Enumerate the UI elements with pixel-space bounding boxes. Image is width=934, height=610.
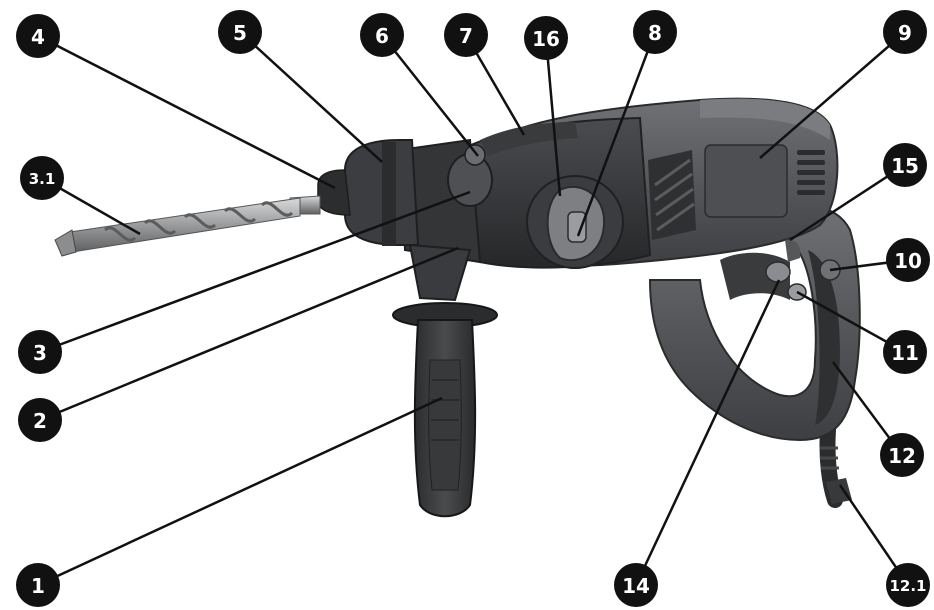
callout-14: 14 [614, 563, 658, 607]
callout-2: 2 [18, 398, 62, 442]
callout-badge [883, 10, 927, 54]
callout-number: 8 [648, 21, 662, 45]
drill-bit-spiral [103, 201, 294, 242]
callouts: 4 5 6 7 16 8 9 3.1 15 10 11 3 2 12 1 14 12.1 [16, 10, 930, 607]
rotary-hammer-illustration [54, 97, 861, 518]
callout-number: 1 [31, 574, 45, 598]
trigger [785, 239, 801, 262]
callout-7: 7 [444, 13, 488, 57]
lock-on-button [765, 261, 791, 283]
motor-label-plate [704, 144, 788, 218]
callout-number: 3.1 [29, 170, 56, 188]
callout-badge [614, 563, 658, 607]
callout-10: 10 [886, 238, 930, 282]
callout-12-1: 12.1 [886, 563, 930, 607]
callout-number: 6 [375, 24, 389, 48]
callout-badge [16, 14, 60, 58]
leader-lines [37, 31, 910, 587]
cord-strain-relief [820, 446, 839, 470]
callout-badge [880, 433, 924, 477]
callout-badge [883, 143, 927, 187]
callout-9: 9 [883, 10, 927, 54]
callout-number: 12 [888, 444, 916, 468]
aux-handle-collar [408, 243, 472, 302]
callout-number: 3 [33, 341, 47, 365]
depth-stop-screw [464, 144, 486, 166]
rear-vents [797, 150, 825, 195]
callout-number: 16 [532, 27, 560, 51]
callout-badge [444, 13, 488, 57]
callout-badge [886, 563, 930, 607]
chuck-ring [382, 142, 396, 246]
callout-badge [886, 238, 930, 282]
callout-4: 4 [16, 14, 60, 58]
callout-15: 15 [883, 143, 927, 187]
rear-handle [648, 203, 861, 442]
callout-number: 10 [894, 249, 922, 273]
callout-5: 5 [218, 10, 262, 54]
callout-8: 8 [633, 10, 677, 54]
dust-cap [317, 169, 351, 216]
chuck [344, 139, 420, 246]
callout-number: 7 [459, 24, 473, 48]
drill-bit-tip [54, 229, 77, 257]
callout-badge [18, 398, 62, 442]
callout-11: 11 [883, 330, 927, 374]
rear-handle-grip [808, 250, 840, 425]
drill-bit-flute [69, 197, 301, 253]
callout-badge [883, 330, 927, 374]
callout-badge [18, 330, 62, 374]
callout-6: 6 [360, 13, 404, 57]
callout-12: 12 [880, 433, 924, 477]
aux-handle-texture [428, 359, 462, 491]
mode-selector-lock [567, 211, 587, 243]
callout-badge [524, 16, 568, 60]
callout-number: 5 [233, 21, 247, 45]
cord-plug-end [826, 478, 852, 504]
callout-number: 12.1 [889, 577, 926, 595]
callout-number: 11 [891, 341, 919, 365]
callout-badge [360, 13, 404, 57]
callout-3-1: 3.1 [20, 156, 64, 200]
callout-number: 2 [33, 409, 47, 433]
callout-number: 15 [891, 154, 919, 178]
side-vents [648, 150, 696, 240]
callout-number: 9 [898, 21, 912, 45]
callout-badge [20, 156, 64, 200]
callout-badge [633, 10, 677, 54]
callout-1: 1 [16, 563, 60, 607]
callout-number: 4 [31, 25, 45, 49]
callout-badge [16, 563, 60, 607]
callout-badge [218, 10, 262, 54]
callout-number: 14 [622, 574, 650, 598]
callout-16: 16 [524, 16, 568, 60]
callout-3: 3 [18, 330, 62, 374]
